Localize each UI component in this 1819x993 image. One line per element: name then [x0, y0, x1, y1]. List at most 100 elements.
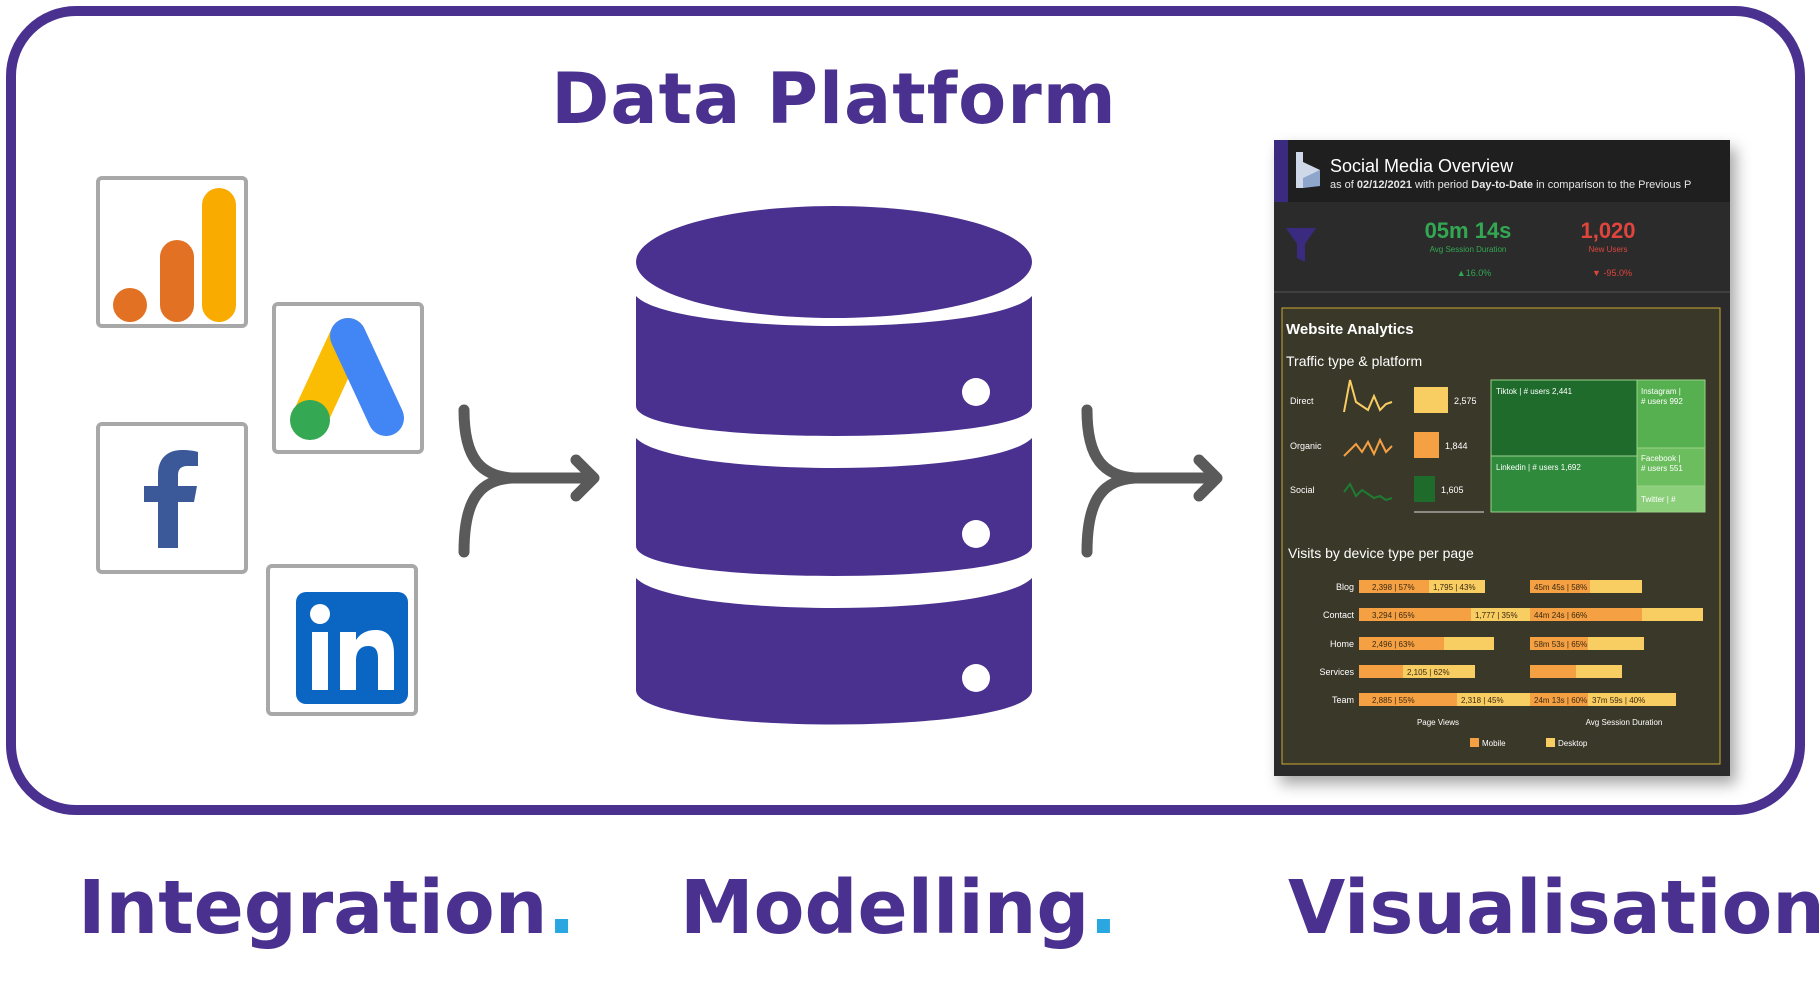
kpi-change: ▲16.0% [1457, 268, 1491, 278]
axis-label: Page Views [1417, 718, 1459, 727]
facebook-icon [144, 450, 198, 548]
kpi-value: 05m 14s [1425, 218, 1512, 243]
google-ads-icon [290, 318, 404, 440]
google-analytics-logo [96, 176, 248, 328]
bar-mobile [1530, 580, 1590, 593]
bar-mobile [1359, 665, 1403, 678]
page-label: Team [1332, 695, 1354, 705]
bar-desktop [1429, 580, 1485, 593]
page-label: Home [1330, 639, 1354, 649]
sparkline [1343, 437, 1393, 457]
bar-mobile [1359, 637, 1444, 650]
bar-label: 2,496 | 63% [1372, 640, 1415, 649]
bar-desktop [1588, 693, 1676, 706]
axis-label: Avg Session Duration [1586, 718, 1663, 727]
bar-label: 1,795 | 43% [1433, 583, 1476, 592]
treemap-tile [1490, 379, 1638, 457]
dashboard-subtitle: as of 02/12/2021 with period Day-to-Date… [1330, 179, 1691, 191]
traffic-label: Direct [1290, 396, 1314, 406]
bar-label: 2,105 | 62% [1407, 668, 1450, 677]
bar-desktop [1588, 637, 1644, 650]
platform-frame [6, 6, 1805, 815]
bar-desktop [1403, 665, 1475, 678]
traffic-bar [1414, 387, 1448, 413]
treemap-tile [1636, 379, 1706, 449]
brand-logo-icon [1296, 152, 1320, 188]
traffic-bar [1414, 476, 1435, 502]
treemap-label: # users 551 [1641, 464, 1683, 473]
bar-mobile [1359, 580, 1429, 593]
bar-desktop [1444, 637, 1494, 650]
traffic-value: 1,844 [1445, 441, 1468, 451]
merge-arrow-icon [458, 404, 600, 558]
legend-swatch [1546, 738, 1555, 747]
modelling-label: Modelling. [680, 865, 1118, 951]
integration-label: Integration. [78, 865, 576, 951]
bar-label: 2,398 | 57% [1372, 583, 1415, 592]
treemap-tile [1636, 447, 1706, 487]
bar-desktop [1457, 693, 1537, 706]
bar-mobile [1530, 693, 1588, 706]
google-analytics-icon [113, 188, 236, 322]
treemap-label: Instagram | [1641, 387, 1681, 396]
legend-desktop: Desktop [1558, 739, 1588, 748]
facebook-logo [96, 422, 248, 574]
google-ads-logo [272, 302, 424, 454]
treemap-label: Tiktok | # users 2,441 [1496, 387, 1573, 396]
sparkline [1343, 379, 1393, 413]
treemap-label: Twitter | # [1641, 495, 1676, 504]
bar-label: 37m 59s | 40% [1592, 696, 1645, 705]
kpi-value: 1,020 [1580, 218, 1635, 243]
section-title: Website Analytics [1286, 321, 1414, 338]
database-icon [636, 206, 1032, 725]
traffic-title: Traffic type & platform [1286, 353, 1422, 369]
bar-mobile [1530, 637, 1588, 650]
bar-mobile [1530, 665, 1576, 678]
legend-swatch [1470, 738, 1479, 747]
dashboard-title: Social Media Overview [1330, 156, 1514, 176]
bar-label: 1,777 | 35% [1475, 611, 1518, 620]
bar-label: 2,318 | 45% [1461, 696, 1504, 705]
linkedin-logo [266, 564, 418, 716]
page-label: Contact [1323, 610, 1355, 620]
bar-desktop [1471, 608, 1532, 621]
bar-label: 24m 13s | 60% [1534, 696, 1587, 705]
dashboard-svg: Social Media Overview as of 02/12/2021 w… [1274, 140, 1730, 776]
visualisation-label: Visualisation. [1288, 865, 1819, 951]
merge-arrow-icon [1081, 404, 1223, 558]
bar-mobile [1359, 693, 1457, 706]
bar-label: 3,294 | 65% [1372, 611, 1415, 620]
page-label: Services [1319, 667, 1354, 677]
page-title: Data Platform [551, 58, 1117, 140]
page-label: Blog [1336, 582, 1354, 592]
kpi-label: Avg Session Duration [1430, 245, 1507, 254]
filter-icon[interactable] [1286, 228, 1316, 262]
bar-mobile [1359, 608, 1471, 621]
legend-mobile: Mobile [1482, 739, 1506, 748]
traffic-label: Social [1290, 485, 1315, 495]
bar-label: 45m 45s | 58% [1534, 583, 1587, 592]
dashboard-screenshot: Social Media Overview as of 02/12/2021 w… [1274, 140, 1730, 776]
bar-desktop [1576, 665, 1622, 678]
treemap-label: Linkedin | # users 1,692 [1496, 463, 1581, 472]
bar-mobile [1530, 608, 1642, 621]
treemap-label: # users 992 [1641, 397, 1683, 406]
kpi-label: New Users [1588, 245, 1627, 254]
traffic-bar [1414, 432, 1439, 458]
sparkline [1343, 482, 1393, 502]
treemap-tile [1636, 485, 1706, 513]
visits-chart: Blog 2,398 | 57% 1,795 | 43% 45m 45s | 58% C… [1319, 580, 1703, 706]
bar-label: 2,885 | 55% [1372, 696, 1415, 705]
bar-desktop [1642, 608, 1703, 621]
bar-label: 44m 24s | 66% [1534, 611, 1587, 620]
visits-title: Visits by device type per page [1288, 545, 1474, 561]
treemap-label: Facebook | [1641, 454, 1680, 463]
treemap-tile [1490, 455, 1638, 513]
traffic-value: 1,605 [1441, 485, 1464, 495]
linkedin-icon [296, 592, 408, 704]
bar-desktop [1590, 580, 1642, 593]
traffic-label: Organic [1290, 441, 1322, 451]
kpi-change: ▼ -95.0% [1592, 268, 1632, 278]
bar-label: 58m 53s | 65% [1534, 640, 1587, 649]
traffic-value: 2,575 [1454, 396, 1477, 406]
